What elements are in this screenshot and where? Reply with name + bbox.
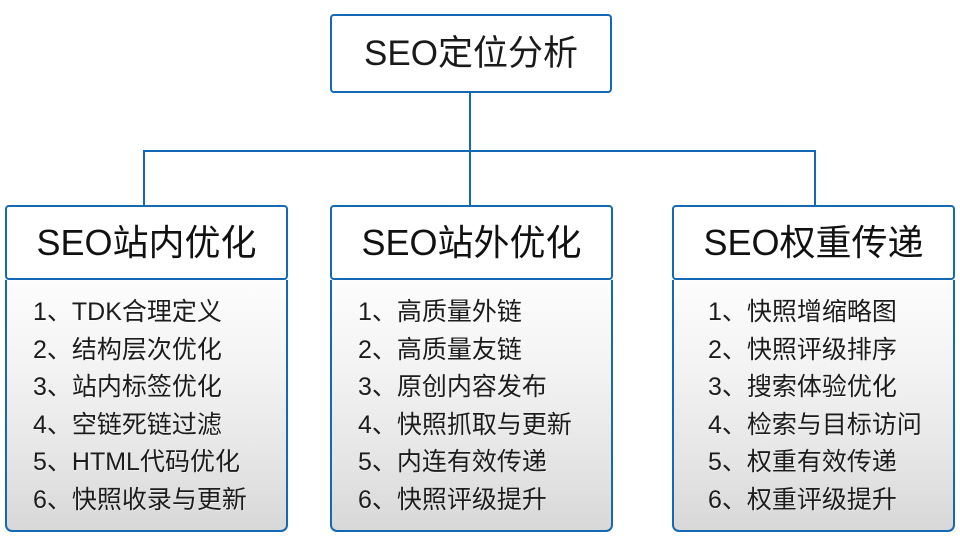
list-item[interactable]: 1、快照增缩略图 bbox=[708, 294, 953, 332]
list-item-text: 快照抓取与更新 bbox=[396, 410, 572, 439]
list-item[interactable]: 3、站内标签优化 bbox=[33, 369, 286, 407]
list-item-text: 空链死链过滤 bbox=[71, 410, 222, 439]
list-item[interactable]: 4、空链死链过滤 bbox=[33, 407, 286, 445]
list-item-text: 快照评级提升 bbox=[396, 485, 547, 514]
list-item-text: HTML代码优化 bbox=[71, 448, 240, 476]
list-item-index: 1、 bbox=[708, 298, 747, 326]
connector-drop-branch-2 bbox=[469, 150, 471, 205]
branch-body-2: 1、高质量外链 2、高质量友链 3、原创内容发布 4、快照抓取与更新 5、内连有… bbox=[330, 280, 613, 532]
root-node-seo-positioning-analysis[interactable]: SEO定位分析 bbox=[330, 14, 612, 93]
list-item-index: 6、 bbox=[33, 485, 72, 514]
list-item[interactable]: 2、高质量友链 bbox=[358, 332, 611, 370]
list-item[interactable]: 6、快照收录与更新 bbox=[33, 482, 286, 520]
list-item-index: 4、 bbox=[358, 410, 397, 439]
branch-2-item-list: 1、高质量外链 2、高质量友链 3、原创内容发布 4、快照抓取与更新 5、内连有… bbox=[332, 294, 611, 519]
connector-horizontal-bus bbox=[143, 150, 816, 152]
list-item-text: 权重有效传递 bbox=[746, 448, 897, 476]
list-item-index: 6、 bbox=[358, 485, 397, 514]
list-item[interactable]: 3、原创内容发布 bbox=[358, 369, 611, 407]
branch-3-item-list: 1、快照增缩略图 2、快照评级排序 3、搜索体验优化 4、检索与目标访问 5、权… bbox=[674, 294, 953, 519]
list-item[interactable]: 6、快照评级提升 bbox=[358, 482, 611, 520]
connector-root-stem bbox=[469, 93, 471, 150]
list-item-text: 快照增缩略图 bbox=[746, 298, 897, 326]
branch-column-1: SEO站内优化 1、TDK合理定义 2、结构层次优化 3、站内标签优化 4、空链… bbox=[5, 205, 288, 532]
list-item[interactable]: 2、快照评级排序 bbox=[708, 332, 953, 370]
list-item[interactable]: 5、内连有效传递 bbox=[358, 444, 611, 482]
branch-header-2[interactable]: SEO站外优化 bbox=[330, 205, 613, 280]
list-item-text: 高质量外链 bbox=[396, 298, 522, 326]
branch-header-1-label: SEO站内优化 bbox=[36, 221, 257, 263]
list-item-index: 5、 bbox=[33, 448, 72, 476]
list-item-index: 5、 bbox=[358, 448, 397, 476]
branch-body-1: 1、TDK合理定义 2、结构层次优化 3、站内标签优化 4、空链死链过滤 5、H… bbox=[5, 280, 288, 532]
list-item[interactable]: 2、结构层次优化 bbox=[33, 332, 286, 370]
list-item-text: 快照收录与更新 bbox=[71, 485, 247, 514]
branch-column-3: SEO权重传递 1、快照增缩略图 2、快照评级排序 3、搜索体验优化 4、检索与… bbox=[672, 205, 955, 532]
list-item-index: 1、 bbox=[358, 298, 397, 326]
list-item-index: 3、 bbox=[708, 373, 747, 401]
list-item-index: 2、 bbox=[33, 335, 72, 364]
list-item[interactable]: 4、检索与目标访问 bbox=[708, 407, 953, 445]
list-item-text: TDK合理定义 bbox=[71, 298, 222, 326]
list-item-text: 内连有效传递 bbox=[396, 448, 547, 476]
list-item-text: 结构层次优化 bbox=[71, 335, 222, 364]
list-item-index: 4、 bbox=[708, 410, 747, 439]
list-item[interactable]: 3、搜索体验优化 bbox=[708, 369, 953, 407]
list-item[interactable]: 5、权重有效传递 bbox=[708, 444, 953, 482]
list-item[interactable]: 1、TDK合理定义 bbox=[33, 294, 286, 332]
list-item-index: 5、 bbox=[708, 448, 747, 476]
branch-header-2-label: SEO站外优化 bbox=[361, 221, 582, 263]
branch-column-2: SEO站外优化 1、高质量外链 2、高质量友链 3、原创内容发布 4、快照抓取与… bbox=[330, 205, 613, 532]
list-item-index: 1、 bbox=[33, 298, 72, 326]
list-item[interactable]: 1、高质量外链 bbox=[358, 294, 611, 332]
list-item[interactable]: 6、权重评级提升 bbox=[708, 482, 953, 520]
list-item-index: 4、 bbox=[33, 410, 72, 439]
list-item-text: 搜索体验优化 bbox=[746, 373, 897, 401]
list-item[interactable]: 5、HTML代码优化 bbox=[33, 444, 286, 482]
list-item-index: 2、 bbox=[358, 335, 397, 364]
branch-header-1[interactable]: SEO站内优化 bbox=[5, 205, 288, 280]
list-item-text: 站内标签优化 bbox=[71, 373, 222, 401]
list-item-index: 6、 bbox=[708, 485, 747, 514]
branch-body-3: 1、快照增缩略图 2、快照评级排序 3、搜索体验优化 4、检索与目标访问 5、权… bbox=[672, 280, 955, 532]
root-node-label: SEO定位分析 bbox=[364, 34, 578, 73]
list-item-index: 3、 bbox=[33, 373, 72, 401]
list-item-text: 快照评级排序 bbox=[746, 335, 897, 364]
list-item-text: 高质量友链 bbox=[396, 335, 522, 364]
list-item-text: 检索与目标访问 bbox=[746, 410, 922, 439]
list-item-index: 2、 bbox=[708, 335, 747, 364]
list-item-text: 原创内容发布 bbox=[396, 373, 547, 401]
list-item-text: 权重评级提升 bbox=[746, 485, 897, 514]
list-item-index: 3、 bbox=[358, 373, 397, 401]
branch-header-3-label: SEO权重传递 bbox=[703, 221, 924, 263]
branch-1-item-list: 1、TDK合理定义 2、结构层次优化 3、站内标签优化 4、空链死链过滤 5、H… bbox=[7, 294, 286, 519]
branch-header-3[interactable]: SEO权重传递 bbox=[672, 205, 955, 280]
connector-drop-branch-1 bbox=[143, 150, 145, 205]
connector-drop-branch-3 bbox=[814, 150, 816, 205]
list-item[interactable]: 4、快照抓取与更新 bbox=[358, 407, 611, 445]
